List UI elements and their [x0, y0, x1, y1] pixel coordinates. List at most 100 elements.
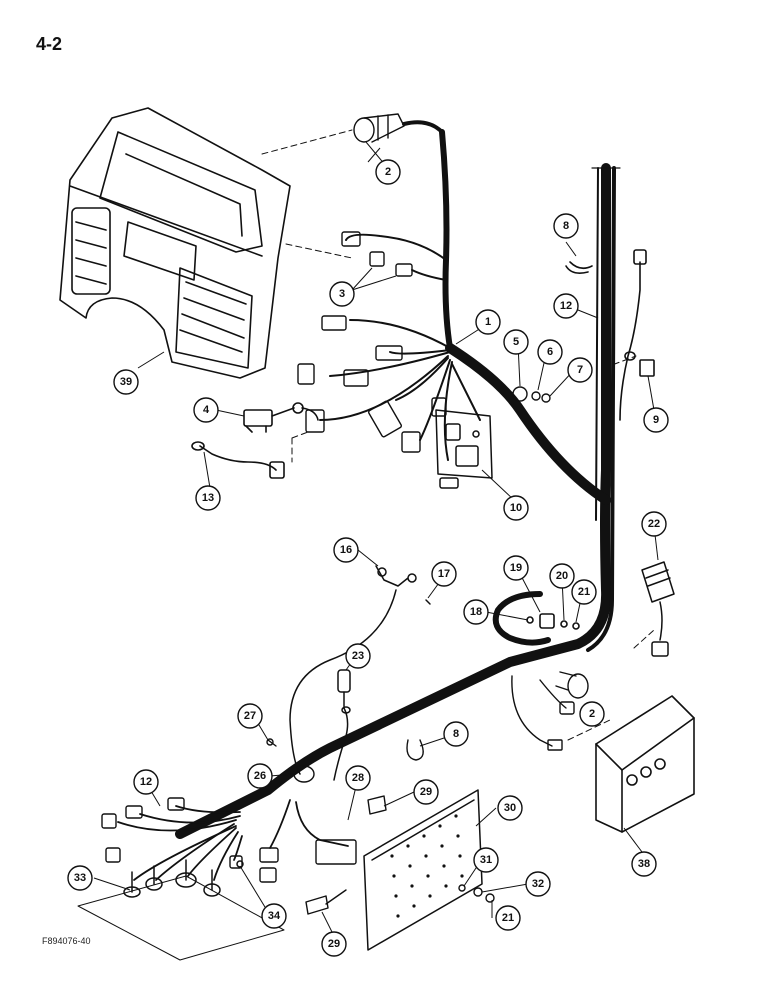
callout-circle [553, 293, 579, 319]
callout-33: 33 [67, 865, 93, 891]
cable-loop-clamp [492, 591, 580, 646]
callout-2: 2 [579, 701, 605, 727]
controller-box [595, 695, 695, 833]
callout-label: 2 [385, 166, 391, 178]
callout-10: 10 [503, 495, 529, 521]
callout-17: 17 [431, 561, 457, 587]
callout-label: 21 [578, 586, 590, 598]
callout-circle [503, 495, 529, 521]
callout-label: 38 [638, 858, 650, 870]
callout-circle [329, 281, 355, 307]
harness-clip-lower [406, 739, 424, 761]
callout-12: 12 [133, 769, 159, 795]
callout-18: 18 [463, 599, 489, 625]
main-wiring-harness [175, 163, 621, 839]
callout-label: 17 [438, 568, 450, 580]
callout-21: 21 [571, 579, 597, 605]
callout-5: 5 [503, 329, 529, 355]
callout-label: 21 [502, 912, 514, 924]
callout-27: 27 [237, 703, 263, 729]
callout-12: 12 [553, 293, 579, 319]
callout-21: 21 [495, 905, 521, 931]
callout-circle [567, 357, 593, 383]
callout-circle [503, 329, 529, 355]
callout-circle [503, 555, 529, 581]
round-connector-lower [511, 671, 589, 751]
callout-22: 22 [641, 511, 667, 537]
callout-label: 20 [556, 570, 568, 582]
panel-30-holes [390, 814, 464, 918]
harness-connectors [297, 231, 447, 453]
callout-circle [193, 397, 219, 423]
callout-label: 27 [244, 710, 256, 722]
callout-circle [495, 905, 521, 931]
lower-left-wires [117, 799, 349, 881]
module-22 [641, 561, 675, 657]
callout-circle [463, 599, 489, 625]
callout-16: 16 [333, 537, 359, 563]
callout-label: 34 [268, 910, 281, 922]
bracket-and-ground-wire [289, 565, 431, 775]
callout-label: 6 [547, 346, 553, 358]
callout-circle [195, 485, 221, 511]
instrument-panel-cover [59, 107, 291, 379]
callout-label: 33 [74, 872, 86, 884]
callout-label: 2 [589, 708, 595, 720]
callout-label: 18 [470, 606, 482, 618]
callout-circle [553, 213, 579, 239]
round-connector-upper [353, 113, 405, 143]
callout-label: 26 [254, 770, 266, 782]
callout-label: 3 [339, 288, 345, 300]
callout-6: 6 [537, 339, 563, 365]
callout-circle [237, 703, 263, 729]
callout-circle [641, 511, 667, 537]
switch-and-sensor [191, 402, 319, 479]
callout-label: 8 [453, 728, 459, 740]
callout-circle [443, 721, 469, 747]
callout-23: 23 [345, 643, 371, 669]
callout-label: 13 [202, 492, 214, 504]
callout-circle [431, 561, 457, 587]
callout-circle [631, 851, 657, 877]
callout-circle [413, 779, 439, 805]
callout-label: 7 [577, 364, 583, 376]
callout-circle [497, 795, 523, 821]
callout-circle [345, 643, 371, 669]
panel-switches [123, 859, 244, 898]
callout-circle [261, 903, 287, 929]
callout-circle [345, 765, 371, 791]
leader-dashed-lines [261, 129, 655, 741]
callout-label: 28 [352, 772, 364, 784]
callout-circle [67, 865, 93, 891]
callout-39: 39 [113, 369, 139, 395]
callout-label: 1 [485, 316, 491, 328]
callout-13: 13 [195, 485, 221, 511]
callout-circle [537, 339, 563, 365]
callout-29: 29 [321, 931, 347, 957]
sensor-23 [333, 669, 351, 781]
callout-label: 39 [120, 376, 132, 388]
callout-label: 29 [328, 938, 340, 950]
callout-label: 8 [563, 220, 569, 232]
callout-circle [525, 871, 551, 897]
callout-label: 4 [203, 404, 210, 416]
callout-circle [133, 769, 159, 795]
callout-29: 29 [413, 779, 439, 805]
callout-leader-lines [93, 141, 659, 933]
callout-circle [475, 309, 501, 335]
callout-label: 16 [340, 544, 352, 556]
callout-circle [643, 407, 669, 433]
clamp-hardware [512, 386, 551, 403]
callout-circle [579, 701, 605, 727]
callout-31: 31 [473, 847, 499, 873]
callout-19: 19 [503, 555, 529, 581]
callout-8: 8 [553, 213, 579, 239]
callout-circle [549, 563, 575, 589]
callout-20: 20 [549, 563, 575, 589]
figure-id: F894076-40 [42, 936, 91, 946]
callout-label: 30 [504, 802, 516, 814]
callout-label: 10 [510, 502, 522, 514]
callout-circle [321, 931, 347, 957]
